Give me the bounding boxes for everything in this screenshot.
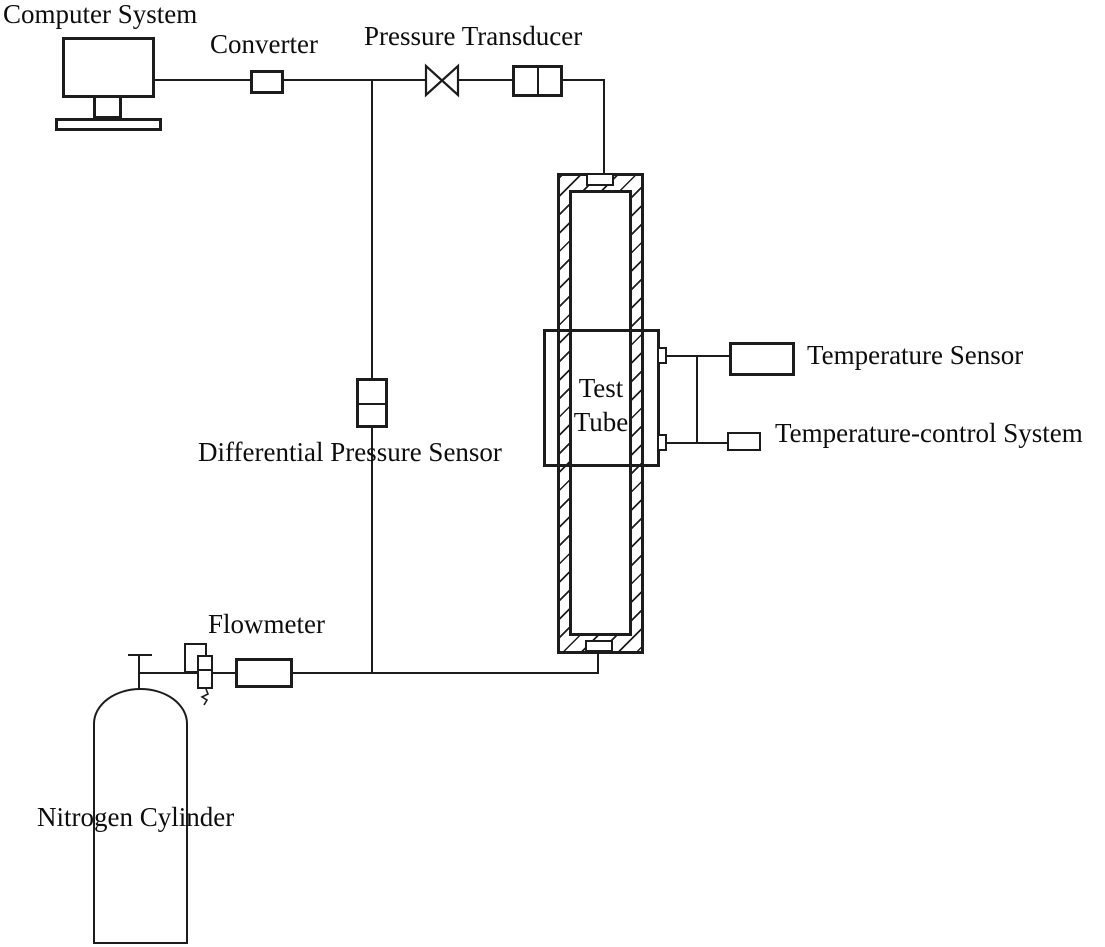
pressure-transducer-label: Pressure Transducer bbox=[364, 21, 583, 51]
jacket-port-top bbox=[657, 347, 667, 364]
temperature-control-system-label: Temperature-control System bbox=[775, 418, 1083, 448]
flowmeter-label: Flowmeter bbox=[208, 609, 325, 639]
test-tube-label-line2: Tube bbox=[573, 407, 629, 437]
wire-connector-vertical bbox=[696, 355, 698, 444]
differential-pressure-sensor-label: Differential Pressure Sensor bbox=[198, 437, 502, 467]
valve-icon bbox=[424, 63, 460, 98]
pipe-down-to-test-tube bbox=[603, 79, 605, 175]
computer-stand bbox=[93, 95, 122, 119]
test-tube-label: Test Tube bbox=[569, 371, 633, 439]
differential-pressure-sensor-box bbox=[356, 378, 388, 428]
pressure-transducer-box bbox=[512, 65, 563, 97]
test-tube-top-port bbox=[586, 173, 614, 186]
converter-box bbox=[250, 70, 284, 94]
differential-pressure-sensor-divider bbox=[359, 403, 385, 405]
pipe-transducer-to-corner bbox=[561, 79, 605, 81]
temperature-sensor-box bbox=[729, 342, 795, 376]
pipe-tube-bottom-riser bbox=[597, 651, 599, 674]
nitrogen-cylinder-label: Nitrogen Cylinder bbox=[37, 802, 235, 832]
test-tube-label-line1: Test bbox=[578, 373, 624, 403]
pressure-transducer-divider bbox=[537, 68, 539, 94]
pipe-valve-to-transducer bbox=[455, 79, 514, 81]
temperature-control-box bbox=[727, 432, 761, 451]
pipe-bottom-main bbox=[139, 672, 599, 674]
nitrogen-cylinder-body bbox=[93, 688, 188, 944]
temperature-jacket bbox=[543, 329, 660, 467]
converter-label: Converter bbox=[210, 29, 318, 59]
regulator-vent-squiggle bbox=[200, 688, 210, 706]
temperature-sensor-label: Temperature Sensor bbox=[807, 340, 1024, 370]
regulator-divider bbox=[199, 669, 211, 671]
pipe-converter-to-valve bbox=[283, 79, 427, 81]
jacket-port-bottom bbox=[657, 434, 667, 451]
pipe-branch-lower bbox=[371, 427, 373, 674]
test-tube-bottom-port bbox=[585, 640, 613, 652]
computer-monitor bbox=[62, 37, 155, 98]
cylinder-valve-stem bbox=[138, 655, 140, 689]
pipe-branch-upper bbox=[371, 80, 373, 379]
cylinder-valve-handle bbox=[128, 654, 152, 656]
test-tube-inner-cavity bbox=[569, 190, 632, 636]
flowmeter-box bbox=[235, 658, 293, 688]
regulator-body bbox=[197, 655, 213, 689]
pipe-monitor-to-converter bbox=[153, 79, 252, 81]
computer-system-label: Computer System bbox=[3, 0, 198, 29]
wire-jacket-to-temp-sensor bbox=[665, 355, 731, 357]
computer-base bbox=[55, 118, 162, 131]
